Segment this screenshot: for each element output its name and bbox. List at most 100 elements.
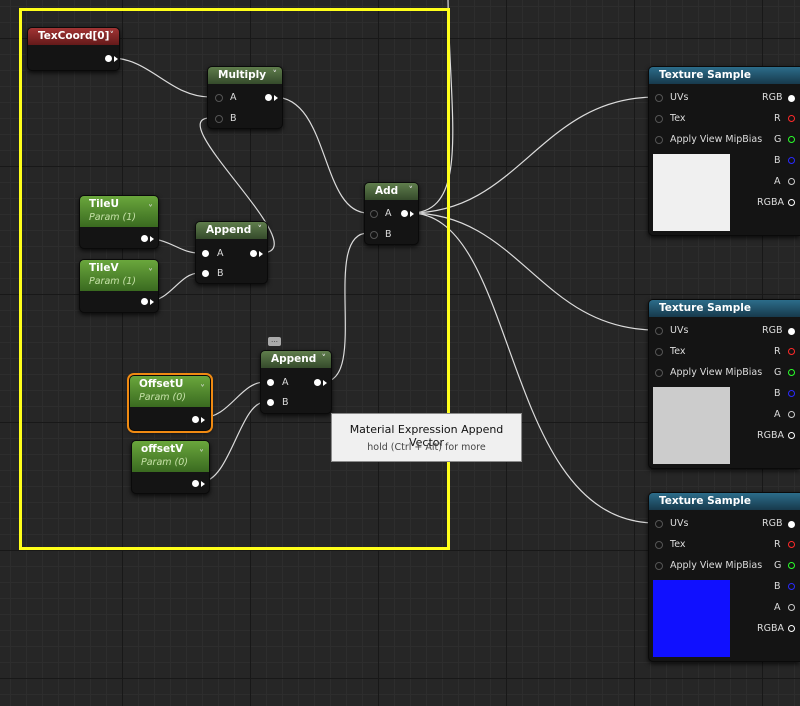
chevron-down-icon[interactable]: ˅ (322, 351, 327, 368)
append-node-2[interactable]: Append ˅ A B (260, 350, 332, 414)
pin-label-tex: Tex (670, 539, 686, 550)
node-header: offsetV Param (0) ˅ (132, 441, 209, 472)
out-label-rgb: RGB (762, 92, 782, 103)
output-pin-a[interactable] (788, 178, 795, 185)
input-pin-uvs[interactable] (655, 94, 663, 102)
input-pin-a[interactable] (215, 94, 223, 102)
chevron-down-icon[interactable]: ˅ (258, 222, 263, 239)
input-pin-b[interactable] (267, 399, 274, 406)
input-pin-b[interactable] (202, 270, 209, 277)
output-pin[interactable] (401, 210, 408, 217)
output-pin-g[interactable] (788, 562, 795, 569)
input-pin-uvs[interactable] (655, 520, 663, 528)
output-pin[interactable] (250, 250, 257, 257)
node-header: Multiply ˅ (208, 67, 282, 84)
offsetv-param-node[interactable]: offsetV Param (0) ˅ (131, 440, 210, 494)
input-pin-a[interactable] (370, 210, 378, 218)
tilev-param-node[interactable]: TileV Param (1) ˅ (79, 259, 159, 313)
output-pin-b[interactable] (788, 390, 795, 397)
output-arrow-icon (150, 299, 154, 305)
out-label-a: A (774, 176, 781, 187)
texcoord-node[interactable]: TexCoord[0] ˅ (27, 27, 120, 71)
input-pin-b[interactable] (370, 231, 378, 239)
texture-preview (653, 154, 730, 231)
input-pin-uvs[interactable] (655, 327, 663, 335)
output-pin-rgba[interactable] (788, 199, 795, 206)
node-header: TexCoord[0] ˅ (28, 28, 119, 45)
out-label-b: B (774, 155, 781, 166)
out-label-a: A (774, 409, 781, 420)
chevron-down-icon[interactable]: ˅ (409, 183, 414, 200)
comment-bubble-icon[interactable]: … (268, 337, 281, 346)
chevron-down-icon[interactable]: ˅ (199, 449, 204, 460)
node-title: Append (271, 353, 316, 365)
output-pin[interactable] (265, 94, 272, 101)
chevron-down-icon[interactable]: ˅ (200, 384, 205, 395)
multiply-node[interactable]: Multiply ˅ A B (207, 66, 283, 129)
tooltip-hint: hold (Ctrl + Alt) for more (332, 442, 521, 453)
append-node-1[interactable]: Append ˅ A B (195, 221, 268, 284)
tileu-param-node[interactable]: TileU Param (1) ˅ (79, 195, 159, 249)
input-pin-b[interactable] (215, 115, 223, 123)
offsetu-param-node[interactable]: OffsetU Param (0) ˅ (129, 375, 211, 431)
chevron-down-icon[interactable]: ˅ (110, 28, 115, 45)
output-arrow-icon (274, 95, 278, 101)
pin-label-mipbias: Apply View MipBias (670, 560, 762, 571)
out-label-r: R (774, 113, 781, 124)
node-title: TileU (89, 198, 119, 210)
output-pin-rgba[interactable] (788, 432, 795, 439)
out-label-r: R (774, 346, 781, 357)
chevron-down-icon[interactable]: ˅ (273, 67, 278, 84)
texture-sample-node-1[interactable]: Texture Sample UVs Tex Apply View MipBia… (648, 66, 800, 236)
node-title: Add (375, 185, 398, 197)
tooltip: Material Expression Append Vector hold (… (331, 413, 522, 462)
input-pin-a[interactable] (202, 250, 209, 257)
texture-sample-node-2[interactable]: Texture Sample UVs Tex Apply View MipBia… (648, 299, 800, 469)
chevron-down-icon[interactable]: ˅ (148, 204, 153, 215)
input-pin-tex[interactable] (655, 115, 663, 123)
output-pin-rgb[interactable] (788, 328, 795, 335)
input-pin-tex[interactable] (655, 348, 663, 356)
pin-label-a: A (230, 92, 237, 103)
output-pin[interactable] (192, 480, 199, 487)
output-arrow-icon (323, 380, 327, 386)
pin-label-uvs: UVs (670, 325, 688, 336)
input-pin-a[interactable] (267, 379, 274, 386)
pin-label-uvs: UVs (670, 92, 688, 103)
output-pin-rgb[interactable] (788, 521, 795, 528)
out-label-a: A (774, 602, 781, 613)
output-arrow-icon (114, 56, 118, 62)
output-pin-g[interactable] (788, 136, 795, 143)
input-pin-mipbias[interactable] (655, 369, 663, 377)
texture-sample-node-3[interactable]: Texture Sample UVs Tex Apply View MipBia… (648, 492, 800, 662)
output-pin[interactable] (192, 416, 199, 423)
output-pin[interactable] (141, 298, 148, 305)
chevron-down-icon[interactable]: ˅ (148, 268, 153, 279)
out-label-g: G (774, 134, 781, 145)
node-subtitle: Param (0) (139, 392, 186, 403)
output-pin-a[interactable] (788, 604, 795, 611)
node-subtitle: Param (1) (89, 276, 136, 287)
add-node[interactable]: Add ˅ A B (364, 182, 419, 245)
output-pin-b[interactable] (788, 157, 795, 164)
node-header: TileU Param (1) ˅ (80, 196, 158, 227)
output-pin-rgba[interactable] (788, 625, 795, 632)
input-pin-mipbias[interactable] (655, 562, 663, 570)
out-label-b: B (774, 388, 781, 399)
input-pin-mipbias[interactable] (655, 136, 663, 144)
node-header: Add ˅ (365, 183, 418, 200)
output-pin[interactable] (141, 235, 148, 242)
pin-label-b: B (230, 113, 237, 124)
output-pin-b[interactable] (788, 583, 795, 590)
output-pin-r[interactable] (788, 115, 795, 122)
output-pin-r[interactable] (788, 348, 795, 355)
output-pin-g[interactable] (788, 369, 795, 376)
output-pin[interactable] (314, 379, 321, 386)
node-header: Append ˅ (196, 222, 267, 239)
output-pin-rgb[interactable] (788, 95, 795, 102)
output-pin[interactable] (105, 55, 112, 62)
output-pin-a[interactable] (788, 411, 795, 418)
output-pin-r[interactable] (788, 541, 795, 548)
node-title: Texture Sample (659, 302, 751, 314)
input-pin-tex[interactable] (655, 541, 663, 549)
